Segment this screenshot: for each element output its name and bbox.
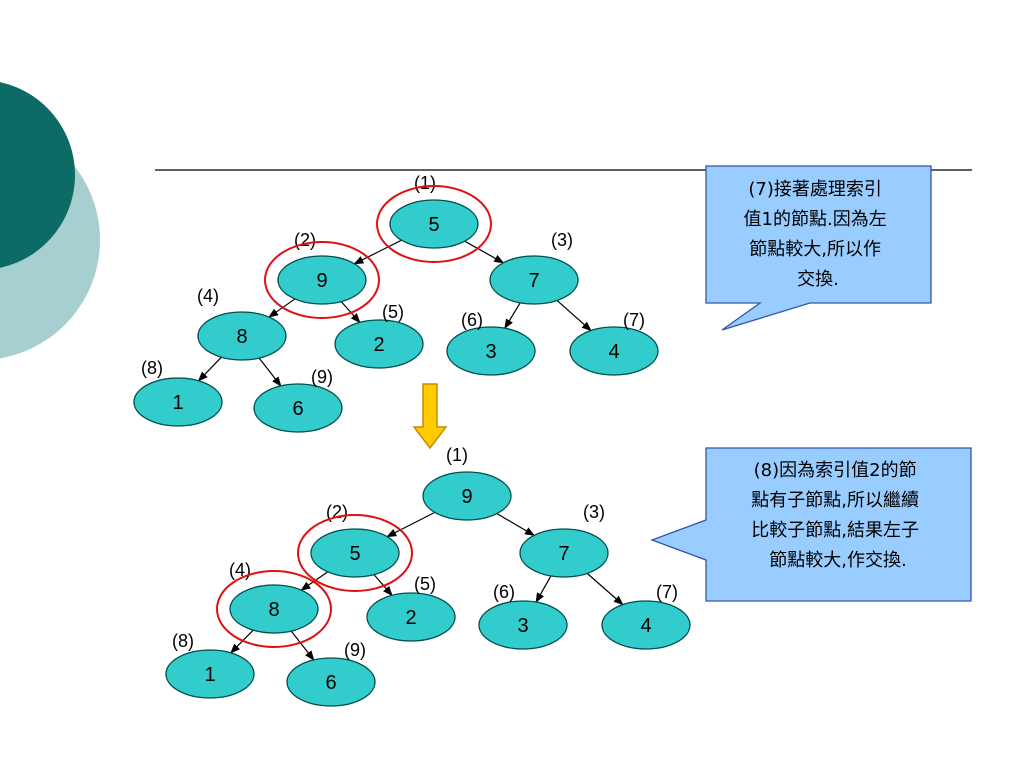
tree-node <box>165 649 255 699</box>
tree-edge <box>386 511 436 538</box>
tree-node <box>277 255 367 305</box>
heap-tree-after: 9 (1) 5 (2) 7 (3) 8 (4) 2 (5) 3(6) 4(7) 1 (8) 6 (9) <box>165 445 691 707</box>
tree-node <box>253 383 343 433</box>
tree-edge <box>504 302 521 330</box>
tree-node-index: (9) <box>311 367 333 387</box>
tree-node-index: (7) <box>623 310 645 330</box>
tree-edge <box>535 575 552 603</box>
tree-node-index: (6) <box>493 582 515 602</box>
decorative-circle-dark <box>0 82 75 268</box>
tree-node-index: (3) <box>551 230 573 250</box>
tree-node-index: (8) <box>172 631 194 651</box>
tree-node <box>478 600 568 650</box>
callout-step-7-text: (7)接著處理索引 值1的節點.因為左 節點較大,所以作 交換. <box>744 179 893 290</box>
tree-node <box>197 311 287 361</box>
tree-node-value: 6 <box>325 672 336 694</box>
tree-node-value: 1 <box>204 664 215 686</box>
tree-edge <box>300 571 329 591</box>
tree-node-index: (5) <box>382 302 404 322</box>
tree-node-index: (3) <box>583 502 605 522</box>
highlight-ring <box>376 185 492 263</box>
tree-edge <box>353 239 402 265</box>
callout-step-8-bubble <box>650 447 972 602</box>
callout-step-8-line: (8)因為索引值2的節 <box>754 460 917 481</box>
highlight-ring <box>216 570 332 648</box>
tree-node-index: (1) <box>414 173 436 193</box>
callout-step-8-text: (8)因為索引值2的節 點有子節點,所以繼續 比較子節點,結果左子 節點較大,作… <box>751 460 924 571</box>
tree-node-value: 4 <box>640 615 651 637</box>
tree-node <box>489 255 579 305</box>
tree-node-value: 7 <box>558 543 569 565</box>
tree-node-index: (4) <box>229 560 251 580</box>
tree-edge <box>290 630 315 661</box>
callout-step-7-line: 節點較大,所以作 <box>749 239 881 260</box>
tree-node-value: 6 <box>292 398 303 420</box>
tree-node <box>366 592 456 642</box>
callout-step-8-line: 節點較大,作交換. <box>769 550 906 571</box>
tree-edge <box>496 513 535 536</box>
tree-edge <box>258 357 282 387</box>
callout-step-8-line: 比較子節點,結果左子 <box>751 520 919 541</box>
tree-edge <box>556 299 592 332</box>
heap-tree-before: 5 (1) 9(2) 7 (3) 8 (4) 2 (5) 3(6) 4(7) 1 (8) 6 (9) <box>133 173 659 433</box>
tree-node <box>229 584 319 634</box>
down-arrow-icon <box>412 383 448 450</box>
tree-node-index: (2) <box>294 230 316 250</box>
tree-node <box>334 319 424 369</box>
tree-node-value: 2 <box>373 334 384 356</box>
tree-node-value: 2 <box>405 607 416 629</box>
callout-step-7-line: (7)接著處理索引 <box>748 179 882 200</box>
tree-node-value: 5 <box>349 543 360 565</box>
tree-edge <box>464 240 505 264</box>
tree-node <box>601 600 691 650</box>
tree-node-index: (5) <box>414 574 436 594</box>
tree-node-index: (7) <box>656 582 678 602</box>
tree-node-index: (2) <box>326 502 348 522</box>
callout-step-7-line: 值1的節點.因為左 <box>744 209 887 230</box>
tree-node-value: 1 <box>172 392 183 414</box>
tree-node-value: 4 <box>608 341 619 363</box>
highlight-ring <box>297 514 413 592</box>
tree-node-value: 5 <box>428 214 439 236</box>
tree-node <box>389 199 479 249</box>
callout-step-7-line: 交換. <box>797 269 839 290</box>
callout-step-8-line: 點有子節點,所以繼續 <box>751 490 919 511</box>
tree-node <box>310 528 400 578</box>
tree-node-value: 8 <box>268 599 279 621</box>
callout-step-7: (7)接著處理索引 值1的節點.因為左 節點較大,所以作 交換. <box>705 165 932 331</box>
highlight-ring <box>264 241 380 319</box>
tree-node <box>569 326 659 376</box>
tree-node-index: (1) <box>446 445 468 465</box>
tree-node <box>286 657 376 707</box>
tree-node-index: (6) <box>461 310 483 330</box>
tree-node-value: 8 <box>236 326 247 348</box>
tree-node-value: 9 <box>316 270 327 292</box>
tree-edge <box>373 574 393 597</box>
tree-node-value: 3 <box>485 341 496 363</box>
callout-step-8: (8)因為索引值2的節 點有子節點,所以繼續 比較子節點,結果左子 節點較大,作… <box>650 447 972 602</box>
tree-node-value: 9 <box>461 486 472 508</box>
tree-node <box>519 528 609 578</box>
tree-node-value: 3 <box>517 615 528 637</box>
tree-node-index: (9) <box>344 640 366 660</box>
tree-node-value: 7 <box>528 270 539 292</box>
tree-node-index: (8) <box>141 358 163 378</box>
tree-edge <box>586 572 624 606</box>
tree-edge <box>197 356 222 382</box>
tree-node <box>133 377 223 427</box>
tree-node <box>422 471 512 521</box>
callout-step-7-bubble <box>705 165 932 331</box>
tree-node <box>446 326 536 376</box>
tree-node-index: (4) <box>197 286 219 306</box>
